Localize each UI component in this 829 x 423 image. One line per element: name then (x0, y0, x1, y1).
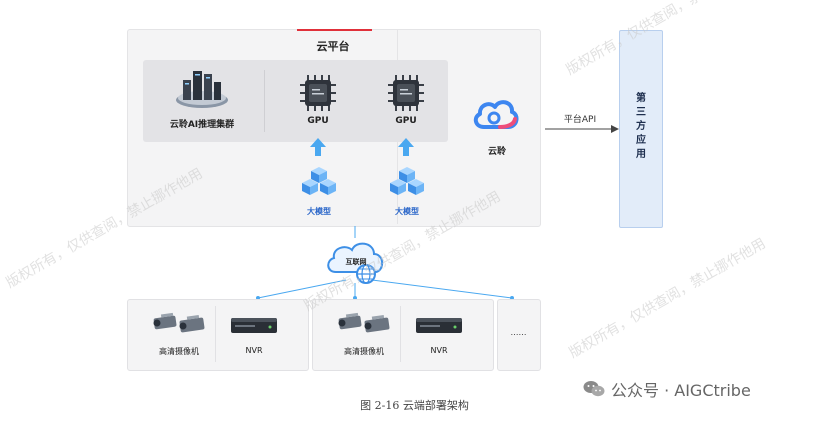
third-party-app-box (619, 30, 663, 228)
camera-icon (153, 312, 205, 333)
arrow-up-icon (398, 138, 414, 156)
nvr-recorder-icon (231, 318, 277, 333)
cloud-platform-accent-bar (297, 29, 372, 31)
wechat-icon (583, 381, 605, 397)
internet-cloud-icon (327, 242, 384, 284)
arrow-up-icon (310, 138, 326, 156)
edge-site-box (312, 299, 494, 371)
yunling-logo-icon (473, 100, 519, 129)
compute-divider (264, 70, 265, 132)
model-label: 大模型 (395, 207, 419, 216)
gpu-label: GPU (395, 116, 417, 126)
api-label: 平台API (563, 115, 597, 125)
edge-site-box (127, 299, 309, 371)
more-sites-box (497, 299, 541, 371)
cluster-label: 云聆AI推理集群 (169, 120, 235, 130)
camera-icon (338, 312, 390, 333)
cloud-platform-title: 云平台 (316, 40, 350, 53)
site-divider (400, 306, 401, 362)
camera-label: 高清摄像机 (159, 347, 199, 356)
model-label: 大模型 (307, 207, 331, 216)
figure-caption: 图 2-16 云端部署架构 (360, 399, 469, 412)
brand-text: 公众号 · AIGCtribe (611, 381, 751, 400)
third-party-label: 第三方应用 (636, 93, 646, 160)
gpu-label: GPU (307, 116, 329, 126)
site-divider (215, 306, 216, 362)
gpu-chip-icon (300, 75, 336, 111)
model-cubes-icon (302, 167, 336, 195)
model-cubes-icon (390, 167, 424, 195)
wechat-brand: 公众号 · AIGCtribe (583, 377, 751, 401)
nvr-label: NVR (245, 346, 263, 355)
server-cluster-icon (176, 71, 228, 108)
yunling-label: 云聆 (487, 147, 506, 157)
more-sites-ellipsis: …… (510, 328, 527, 337)
api-arrow (545, 125, 619, 133)
nvr-label: NVR (430, 346, 448, 355)
camera-label: 高清摄像机 (344, 347, 384, 356)
nvr-recorder-icon (416, 318, 462, 333)
internet-label: 互联网 (345, 258, 367, 266)
gpu-chip-icon (388, 75, 424, 111)
